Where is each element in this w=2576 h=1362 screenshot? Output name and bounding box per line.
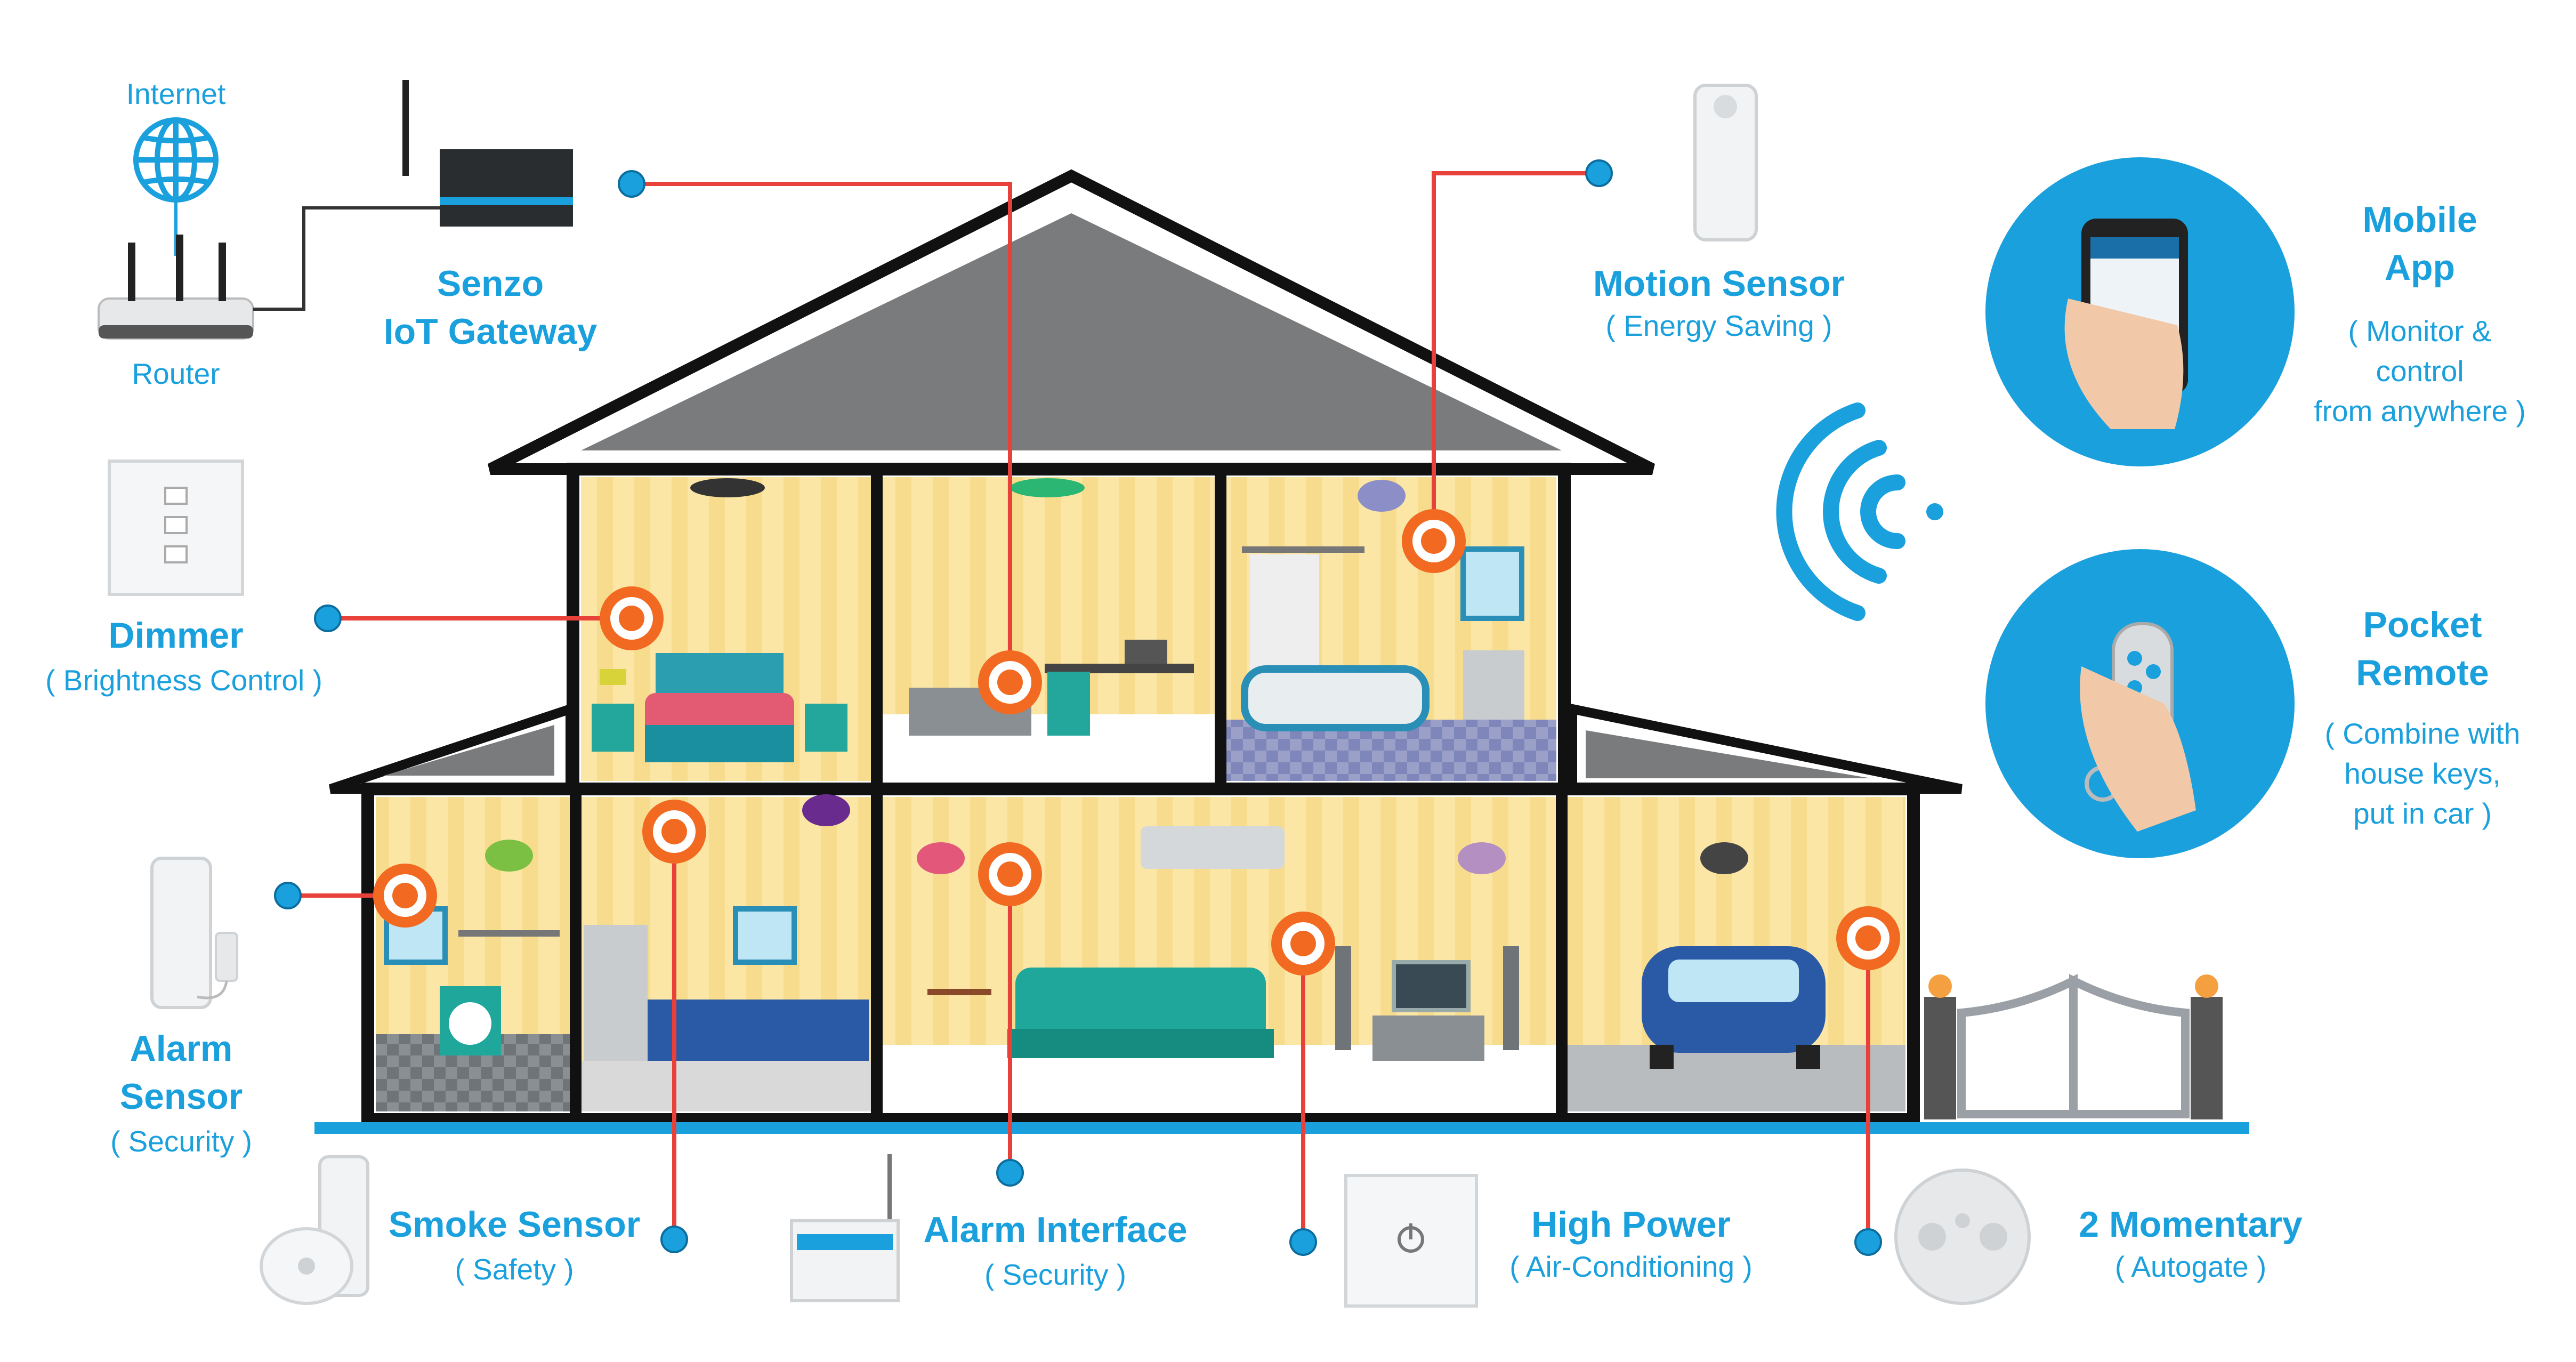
mobile-app-title: App [2385, 247, 2455, 288]
sensor-markers [373, 509, 1900, 976]
target-icon [978, 650, 1042, 714]
smoke-subtitle: ( Safety ) [455, 1253, 574, 1286]
desk-drawers [1047, 672, 1090, 736]
ceiling-fan [1010, 478, 1085, 497]
connector-gateway [632, 182, 1012, 682]
ceiling-lamp [1358, 480, 1406, 512]
house [314, 169, 2249, 1134]
mobile-app-subtitle: control [2376, 354, 2464, 388]
pocket-remote-subtitle: put in car ) [2353, 797, 2492, 830]
alarm-interface-subtitle: ( Security ) [984, 1258, 1126, 1291]
desk [1045, 664, 1194, 673]
gateway-title: IoT Gateway [384, 311, 597, 352]
router-gateway-cable [253, 206, 440, 311]
kitchen-floor [581, 1061, 871, 1111]
window [733, 906, 797, 965]
target-icon [373, 864, 437, 928]
connector-endpoints [274, 159, 1882, 1256]
dimmer-switch-icon [108, 460, 244, 596]
left-roof-fill [384, 725, 554, 776]
ceiling-lamp [802, 794, 850, 826]
alarm-sensor-icon [150, 857, 238, 1009]
nightstand [805, 704, 847, 752]
side-table [927, 989, 991, 995]
bathtub [1241, 665, 1430, 731]
sofa-base [1007, 1029, 1274, 1058]
gateway-title: Senzo [437, 263, 544, 304]
motion-sensor-icon [1693, 84, 1758, 241]
tv [1392, 960, 1471, 1012]
smoke-title: Smoke Sensor [389, 1204, 640, 1245]
pocket-remote-subtitle: ( Combine with [2325, 717, 2521, 750]
target-icon [600, 586, 664, 650]
autogate [1924, 974, 2223, 1119]
target-icon [1402, 509, 1466, 573]
tv-stand [1372, 1016, 1484, 1061]
lamp [600, 669, 626, 685]
internet-label: Internet [126, 77, 226, 110]
target-icon [1836, 906, 1900, 970]
mobile-app-subtitle: from anywhere ) [2314, 394, 2525, 428]
laptop [1125, 640, 1167, 664]
car [1642, 946, 1826, 1069]
wifi-icon [1776, 402, 1943, 621]
sink [1463, 650, 1524, 720]
high-power-title: High Power [1531, 1204, 1731, 1245]
ceiling-lamp [1458, 842, 1506, 874]
ceiling-lamp [1700, 842, 1748, 874]
connector-motion [1432, 171, 1599, 541]
smoke-sensor-icon [260, 1155, 369, 1305]
fridge [584, 925, 648, 1061]
target-icon [1271, 912, 1335, 976]
alarm-sensor-title: Sensor [120, 1076, 243, 1117]
right-roof-fill [1586, 730, 1871, 778]
high-power-subtitle: ( Air-Conditioning ) [1509, 1250, 1752, 1283]
dimmer-subtitle: ( Brightness Control ) [45, 664, 322, 697]
internet-globe-icon [133, 117, 219, 203]
shelf [458, 930, 560, 937]
mirror [1460, 546, 1524, 621]
pocket-remote-title: Pocket [2363, 605, 2482, 645]
alarm-sensor-title: Alarm [130, 1028, 233, 1069]
momentary-subtitle: ( Autogate ) [2115, 1250, 2266, 1283]
key-remote-icon [2080, 622, 2196, 832]
ceiling-fan [690, 478, 765, 497]
motion-title: Motion Sensor [1593, 263, 1845, 304]
mobile-app-subtitle: ( Monitor & [2348, 315, 2492, 348]
router-icon [98, 235, 254, 340]
ground-line [314, 1122, 2249, 1134]
bed [645, 653, 794, 762]
target-icon [642, 800, 706, 864]
washer-door [449, 1002, 491, 1045]
counter [648, 1000, 869, 1061]
main-roof-fill [581, 213, 1562, 450]
air-conditioner [1141, 826, 1285, 869]
gateway-icon [402, 80, 573, 227]
smartphone-icon [2064, 219, 2188, 429]
speaker [1503, 946, 1519, 1050]
mobile-app-title: Mobile [2362, 199, 2477, 240]
target-icon [978, 842, 1042, 906]
connectors [288, 171, 1870, 1242]
momentary-switch-icon [1894, 1168, 2031, 1305]
pocket-remote-subtitle: house keys, [2344, 757, 2501, 790]
router-label: Router [132, 357, 220, 390]
alarm-interface-icon [790, 1154, 900, 1302]
high-power-switch-icon [1344, 1174, 1478, 1308]
speaker [1335, 946, 1351, 1050]
ceiling-lamp [917, 842, 965, 874]
garage-floor [1567, 1045, 1905, 1111]
alarm-interface-title: Alarm Interface [923, 1210, 1187, 1250]
shower-curtain [1242, 546, 1364, 682]
motion-subtitle: ( Energy Saving ) [1606, 309, 1832, 342]
momentary-title: 2 Momentary [2079, 1204, 2303, 1245]
pocket-remote-title: Remote [2356, 652, 2489, 693]
ceiling-lamp [485, 840, 533, 872]
dimmer-title: Dimmer [108, 615, 243, 656]
alarm-sensor-subtitle: ( Security ) [110, 1125, 252, 1158]
nightstand [592, 704, 634, 752]
